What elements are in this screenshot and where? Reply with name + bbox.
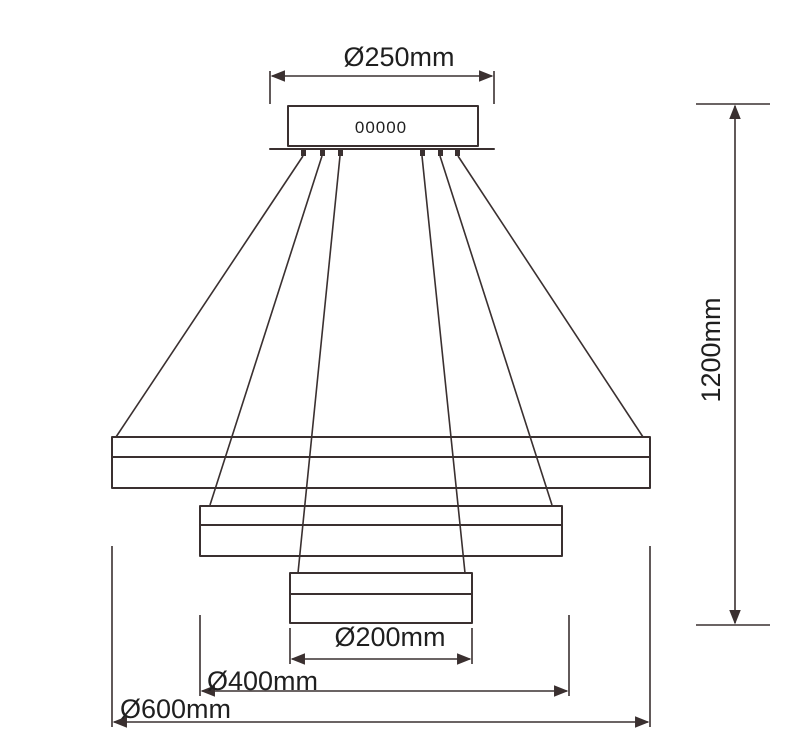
height-dimension: 1200mm xyxy=(696,103,770,626)
suspension-cables xyxy=(115,155,644,574)
ceiling-canopy: 00000 xyxy=(269,105,495,156)
ring-medium-body xyxy=(199,505,563,557)
small-ring-diameter-label: Ø200mm xyxy=(334,622,445,652)
ring-medium xyxy=(199,505,563,557)
cable-grips xyxy=(301,150,460,156)
cable-medium-right xyxy=(439,155,553,506)
medium-ring-diameter-label: Ø400mm xyxy=(207,666,318,696)
ring-large-body xyxy=(111,436,651,489)
canopy-marking: 00000 xyxy=(355,118,407,137)
cable-medium-left xyxy=(209,155,323,506)
canopy-diameter-label: Ø250mm xyxy=(343,42,454,72)
canopy-dimension: Ø250mm xyxy=(269,42,495,104)
canopy-body xyxy=(287,105,479,147)
cable-large-left xyxy=(115,155,304,438)
medium-ring-dimension: Ø400mm xyxy=(199,615,570,697)
cable-large-right xyxy=(457,155,644,438)
ring-large xyxy=(111,436,651,489)
small-ring-dimension: Ø200mm xyxy=(289,622,473,665)
ring-small xyxy=(289,572,473,624)
cable-small-left xyxy=(297,155,341,574)
ring-small-body xyxy=(289,572,473,624)
large-ring-diameter-label: Ø600mm xyxy=(120,694,231,724)
overall-height-label: 1200mm xyxy=(696,297,726,402)
large-ring-dimension: Ø600mm xyxy=(111,546,651,728)
cable-small-right xyxy=(421,155,466,574)
